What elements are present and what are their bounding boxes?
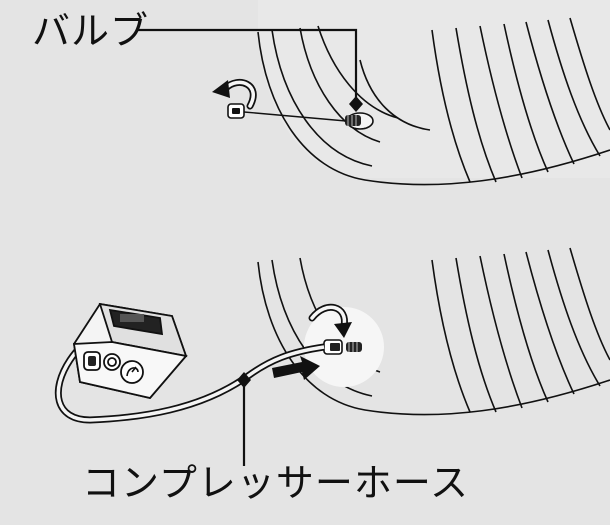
top-tire-illustration (257, 0, 610, 186)
valve-marker-icon (349, 96, 363, 112)
hose-marker-icon (237, 372, 251, 388)
valve-cap (227, 103, 347, 122)
cap-removal-arrow-icon (212, 78, 257, 110)
compressor-hose-label: コンプレッサーホース (82, 461, 469, 505)
compressor-hose (54, 336, 325, 424)
hose-connector (323, 339, 362, 355)
hose-leader-line (237, 372, 251, 466)
valve-leader-line (138, 28, 363, 112)
hose-connect-arrow-icon (272, 356, 320, 380)
connection-highlight (304, 307, 384, 387)
compressor-device (72, 302, 188, 399)
valve-stem (345, 112, 374, 130)
cap-install-arrow-icon (308, 303, 352, 338)
valve-label: バルブ (32, 9, 150, 53)
